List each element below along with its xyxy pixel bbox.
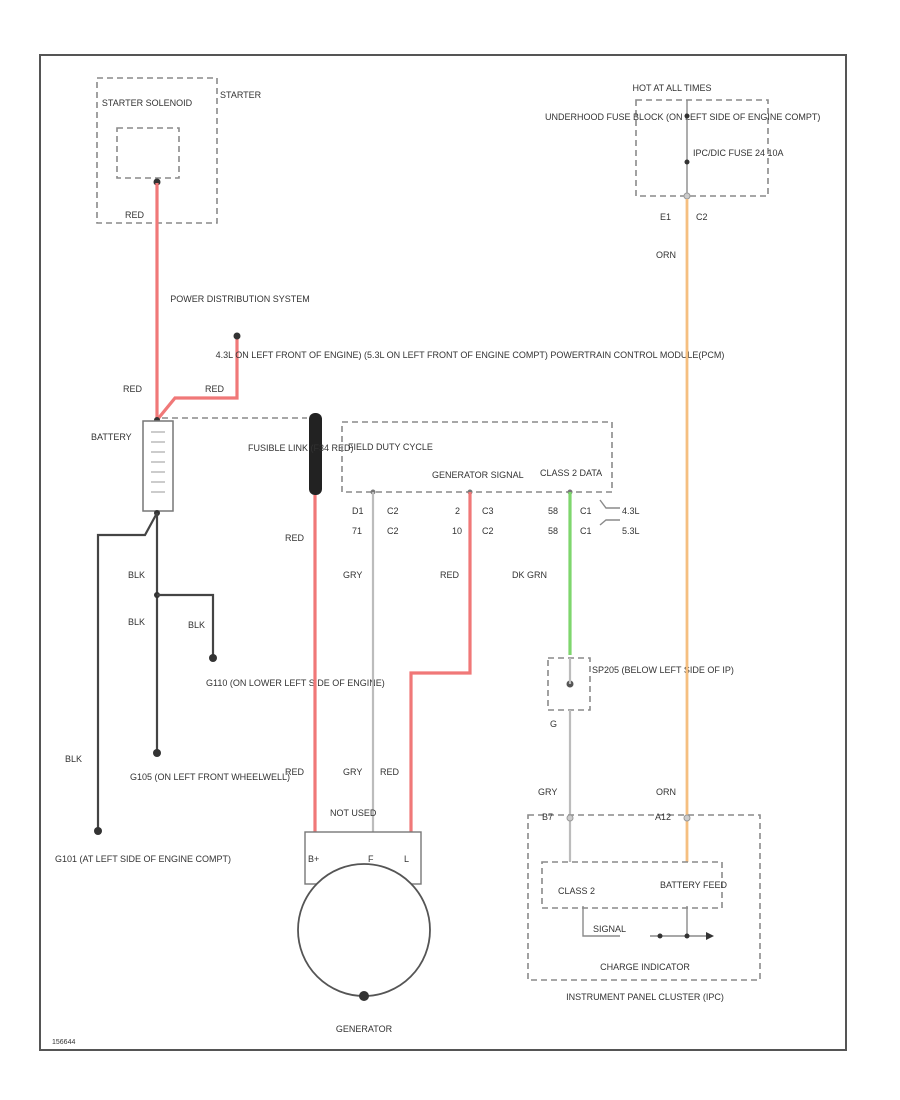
pcm-pin-d1: D1 [352, 506, 364, 516]
starter-wire-label: RED [125, 210, 145, 220]
ipc-inner-box [541, 861, 723, 909]
pcm-pin-2: 2 [455, 506, 460, 516]
blk-label-3: BLK [188, 620, 205, 630]
red-label-mid: RED [440, 570, 460, 580]
pcm-conn-c3: C3 [482, 506, 494, 516]
battery-red-label-1: RED [123, 384, 143, 394]
ipc-battery-node [684, 933, 690, 939]
class2-data-label: CLASS 2 DATA [540, 468, 602, 478]
battery-cells [151, 431, 165, 493]
power-distribution-label: POWER DISTRIBUTION SYSTEM [170, 294, 310, 304]
battery-label: BATTERY [91, 432, 132, 442]
ground-wire-g110 [157, 593, 215, 657]
fuse-block-box [635, 99, 769, 197]
fuse-node-top [684, 113, 690, 119]
fuse-pin-e1: E1 [660, 212, 671, 222]
generator-label: GENERATOR [336, 1024, 393, 1034]
diagram-frame [39, 54, 847, 1051]
battery [142, 420, 174, 512]
ipc-pin-b7: B7 [542, 812, 553, 822]
generator-b-plus: B+ [308, 854, 319, 864]
blk-label-4: BLK [65, 754, 82, 764]
engine-5-3l-label: 5.3L [622, 526, 640, 536]
starter-solenoid-box [116, 127, 180, 179]
pcm-box [341, 421, 613, 493]
pcm-conn-c2b: C2 [387, 526, 399, 536]
fuse-node-bottom [684, 159, 690, 165]
orn-label-2: ORN [656, 787, 676, 797]
blk-label-2: BLK [128, 617, 145, 627]
generator-body [297, 863, 431, 997]
pcm-pin-58b: 58 [548, 526, 558, 536]
fuse-output-terminal [683, 192, 691, 200]
generator-l: L [404, 854, 409, 864]
ground-g105-label: G105 (ON LEFT FRONT WHEELWELL) [130, 772, 290, 782]
orn-label-1: ORN [656, 250, 676, 260]
pcm-conn-c1b: C1 [580, 526, 592, 536]
red-label-left: RED [285, 533, 305, 543]
diagram-id: 156644 [52, 1039, 75, 1046]
generator-signal-label: GENERATOR SIGNAL [432, 470, 524, 480]
pcm-pin-71: 71 [352, 526, 362, 536]
ground-g110-label: G110 (ON LOWER LEFT SIDE OF ENGINE) [206, 678, 385, 688]
power-distribution-wire [155, 336, 239, 422]
engine-4-3l-label: 4.3L [622, 506, 640, 516]
engine-option-bracket [599, 499, 620, 526]
ipc-battery-label: BATTERY FEED [660, 880, 728, 890]
ipc-pin-b7-terminal [566, 814, 574, 822]
splice-pin: G [550, 719, 557, 729]
starter-terminal [153, 178, 161, 186]
fusible-link-label: FUSIBLE LINK (F34 RED) [248, 443, 354, 453]
blk-label-1: BLK [128, 570, 145, 580]
not-used-label: NOT USED [330, 808, 377, 818]
dk-grn-label: DK GRN [512, 570, 547, 580]
ground-wire-g101 [96, 512, 158, 830]
fuse-conn-c2: C2 [696, 212, 708, 222]
starter-label: STARTER [220, 90, 262, 100]
field-duty-cycle-label: FIELD DUTY CYCLE [348, 442, 433, 452]
ipc-label: INSTRUMENT PANEL CLUSTER (IPC) [566, 992, 724, 1002]
fuse-block-label: UNDERHOOD FUSE BLOCK (ON LEFT SIDE OF EN… [545, 112, 820, 122]
starter-solenoid-label: STARTER SOLENOID [102, 98, 193, 108]
generator-f: F [368, 854, 374, 864]
generator-ground [359, 991, 369, 1001]
ipc-pin-a12-terminal [683, 814, 691, 822]
ground-g101 [94, 827, 102, 835]
generator-signal-wire [409, 492, 472, 832]
power-distribution-terminal [233, 332, 241, 340]
red-label-bottom: RED [285, 767, 305, 777]
ipc-pin-a12: A12 [655, 812, 671, 822]
ipc-arrow-icon [706, 932, 714, 940]
gry-label-ipc: GRY [538, 787, 557, 797]
charge-indicator-label: CHARGE INDICATOR [600, 962, 690, 972]
red-label-gen: RED [380, 767, 400, 777]
ground-g110 [209, 654, 217, 662]
splice-label: SP205 (BELOW LEFT SIDE OF IP) [592, 665, 734, 675]
ipc-class2-label: CLASS 2 [558, 886, 595, 896]
ipc-signal-label: SIGNAL [593, 924, 626, 934]
pcm-conn-c2c: C2 [482, 526, 494, 536]
pcm-conn-c1a: C1 [580, 506, 592, 516]
ipc-box [527, 814, 761, 981]
ground-g105 [153, 749, 161, 757]
pcm-pin-10: 10 [452, 526, 462, 536]
gry-label-mid: GRY [343, 570, 362, 580]
battery-red-label-2: RED [205, 384, 225, 394]
ground-g101-label: G101 (AT LEFT SIDE OF ENGINE COMPT) [55, 854, 231, 864]
hot-at-all-times-label: HOT AT ALL TIMES [632, 83, 711, 93]
fusible-link [309, 413, 322, 495]
pcm-pin-58a: 58 [548, 506, 558, 516]
pcm-label: 4.3L ON LEFT FRONT OF ENGINE) (5.3L ON L… [216, 350, 725, 360]
ipc-indicator-node [657, 933, 663, 939]
pcm-conn-c2a: C2 [387, 506, 399, 516]
gry-label-gen: GRY [343, 767, 362, 777]
fuse-label: IPC/DIC FUSE 24 10A [693, 148, 784, 158]
